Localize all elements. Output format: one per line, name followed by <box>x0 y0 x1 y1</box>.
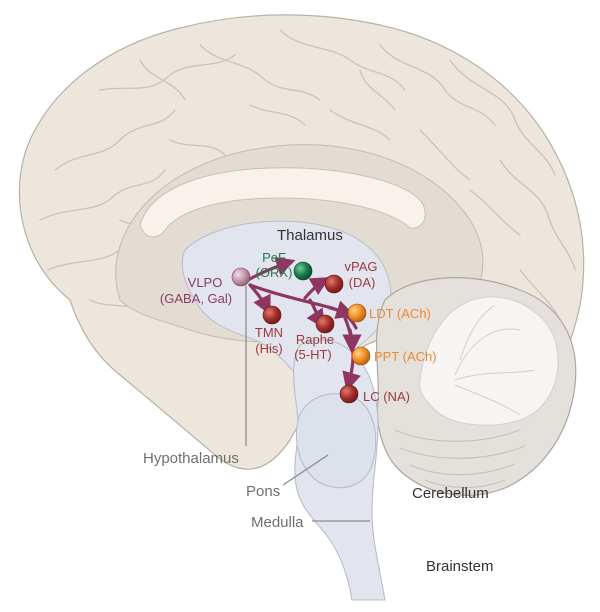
label-brainstem: Brainstem <box>426 558 494 575</box>
gyri-folds <box>39 29 576 361</box>
label-thalamus: Thalamus <box>277 227 343 244</box>
label-medulla: Medulla <box>251 514 304 531</box>
label-vlpo-2: (GABA, Gal) <box>160 291 232 306</box>
arrow-vlpo-to-pef <box>246 257 296 282</box>
nucleus-lc <box>339 384 359 404</box>
label-tmn-1: TMN <box>255 325 283 340</box>
label-pef-1: PeF <box>262 250 286 265</box>
nucleus-pef <box>293 261 313 281</box>
label-lc: LC (NA) <box>363 389 410 404</box>
nucleus-ppt <box>351 346 371 366</box>
label-vpag-2: (DA) <box>349 275 376 290</box>
label-ppt: PPT (ACh) <box>374 349 437 364</box>
label-pef-2: (ORX) <box>256 265 293 280</box>
nucleus-ldt <box>347 303 367 323</box>
label-pons: Pons <box>246 483 280 500</box>
corpus-callosum <box>139 167 426 238</box>
cerebellum-folia <box>394 429 526 489</box>
label-hypothalamus: Hypothalamus <box>143 450 239 467</box>
label-vpag-1: vPAG <box>345 259 378 274</box>
leader-lines <box>245 286 370 522</box>
label-raphe-2: (5-HT) <box>294 347 332 362</box>
arbor-vitae <box>419 296 559 426</box>
arrow-to-lc <box>342 328 361 392</box>
leader-pons <box>282 454 329 486</box>
label-raphe-1: Raphe <box>296 332 334 347</box>
label-cerebellum: Cerebellum <box>412 485 489 502</box>
label-ldt: LDT (ACh) <box>369 306 431 321</box>
label-vlpo-1: VLPO <box>188 275 223 290</box>
nucleus-tmn <box>262 305 282 325</box>
arrow-to-vpag <box>303 277 331 300</box>
nucleus-vlpo <box>231 267 251 287</box>
nucleus-vpag <box>324 274 344 294</box>
nucleus-raphe <box>315 314 335 334</box>
label-tmn-2: (His) <box>255 341 282 356</box>
